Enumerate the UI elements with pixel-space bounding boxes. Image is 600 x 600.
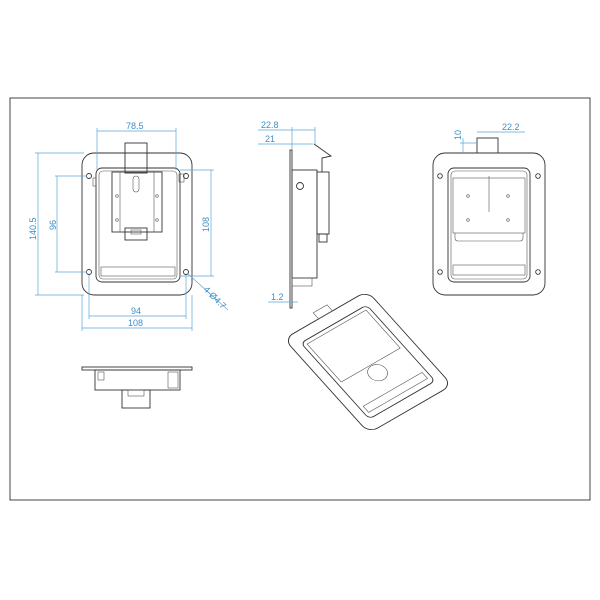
drawing-frame [9,97,591,501]
front-view: 78.5 140.5 96 108 94 108 4-Ø4.7 [28,121,229,331]
dim-hole-spacing-vertical: 96 [48,220,58,230]
dim-hole-spacing-horizontal: 94 [131,306,141,316]
dim-inner-height: 108 [201,217,211,232]
dim-holes: 4-Ø4.7 [202,284,229,311]
bottom-view [81,366,193,409]
dim-overall-height: 140.5 [28,217,38,240]
dim-body-depth: 21 [265,134,275,144]
isometric-view [287,293,449,431]
side-view: 22.8 21 1.2 [258,120,333,309]
dim-total-depth: 22.8 [261,120,279,130]
dim-overall-width: 108 [128,318,143,328]
dim-tab-width: 22.2 [502,122,520,132]
dim-top-width: 78.5 [126,121,144,131]
dim-tab-height: 10 [453,130,463,140]
rear-view: 10 22.2 [432,122,546,296]
dim-plate-thickness: 1.2 [271,292,284,302]
